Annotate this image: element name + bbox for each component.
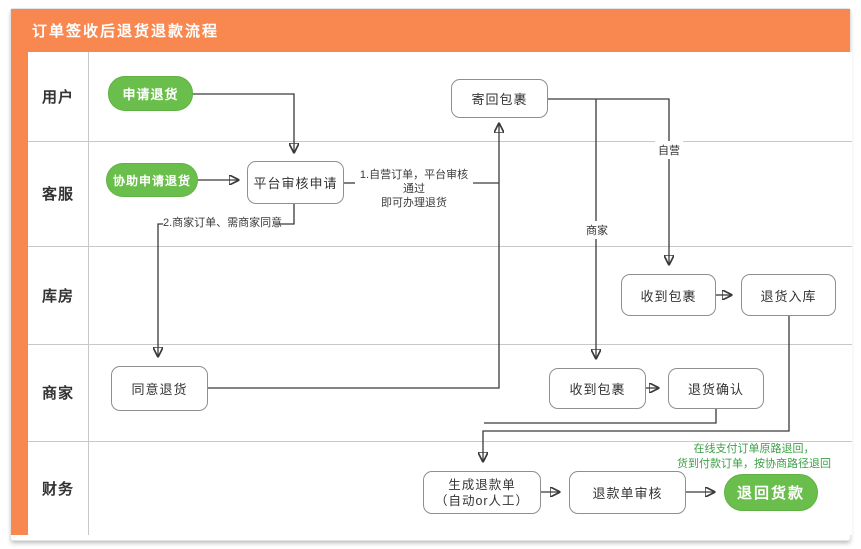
lane-divider-2 xyxy=(28,246,852,247)
page-title: 订单签收后退货退款流程 xyxy=(32,23,220,40)
lane-label-merchant: 商家 xyxy=(41,385,74,402)
node-refund-payment: 退回货款 xyxy=(724,474,818,511)
note-refund-route: 在线支付订单原路退回， 货到付款订单，按协商路径退回 xyxy=(677,443,831,470)
lane-label-column-divider xyxy=(88,52,89,535)
lane-divider-4 xyxy=(28,441,852,442)
lane-divider-1 xyxy=(28,141,852,142)
lane-label-user: 用户 xyxy=(41,89,74,106)
edge-label-self-operated: 自营 xyxy=(655,141,683,159)
node-refund-order-review: 退款单审核 xyxy=(569,471,686,514)
lane-label-service: 客服 xyxy=(41,186,74,203)
lane-divider-3 xyxy=(28,344,852,345)
node-merchant-receive-package: 收到包裹 xyxy=(549,368,646,409)
flowchart-body: 用户 客服 库房 商家 财务 xyxy=(11,52,852,535)
node-return-confirm: 退货确认 xyxy=(668,368,764,409)
flowchart-title-bar: 订单签收后退货退款流程 xyxy=(11,9,850,52)
node-return-into-warehouse: 退货入库 xyxy=(741,274,836,316)
lane-label-warehouse: 库房 xyxy=(41,287,74,305)
flowchart-frame: 订单签收后退货退款流程 用户 客服 库房 商家 财务 xyxy=(10,8,852,541)
flow-arrows xyxy=(11,93,790,535)
node-assist-apply-return: 协助申请退货 xyxy=(106,163,198,197)
edge-label-merchant: 商家 xyxy=(583,221,611,239)
node-platform-review: 平台审核申请 xyxy=(247,161,344,204)
node-agree-return: 同意退货 xyxy=(111,366,208,411)
lane-label-finance: 财务 xyxy=(41,480,74,498)
node-warehouse-receive-package: 收到包裹 xyxy=(621,274,716,316)
left-accent-strip xyxy=(11,52,28,535)
note-self-operated-rule: 1.自营订单，平台审核通过 即可办理退货 xyxy=(355,168,473,210)
node-apply-return: 申请退货 xyxy=(108,76,193,111)
note-merchant-rule: 2.商家订单、需商家同意 xyxy=(163,216,283,230)
node-generate-refund-order: 生成退款单 （自动or人工） xyxy=(423,471,541,514)
node-send-back-package: 寄回包裹 xyxy=(451,79,548,118)
